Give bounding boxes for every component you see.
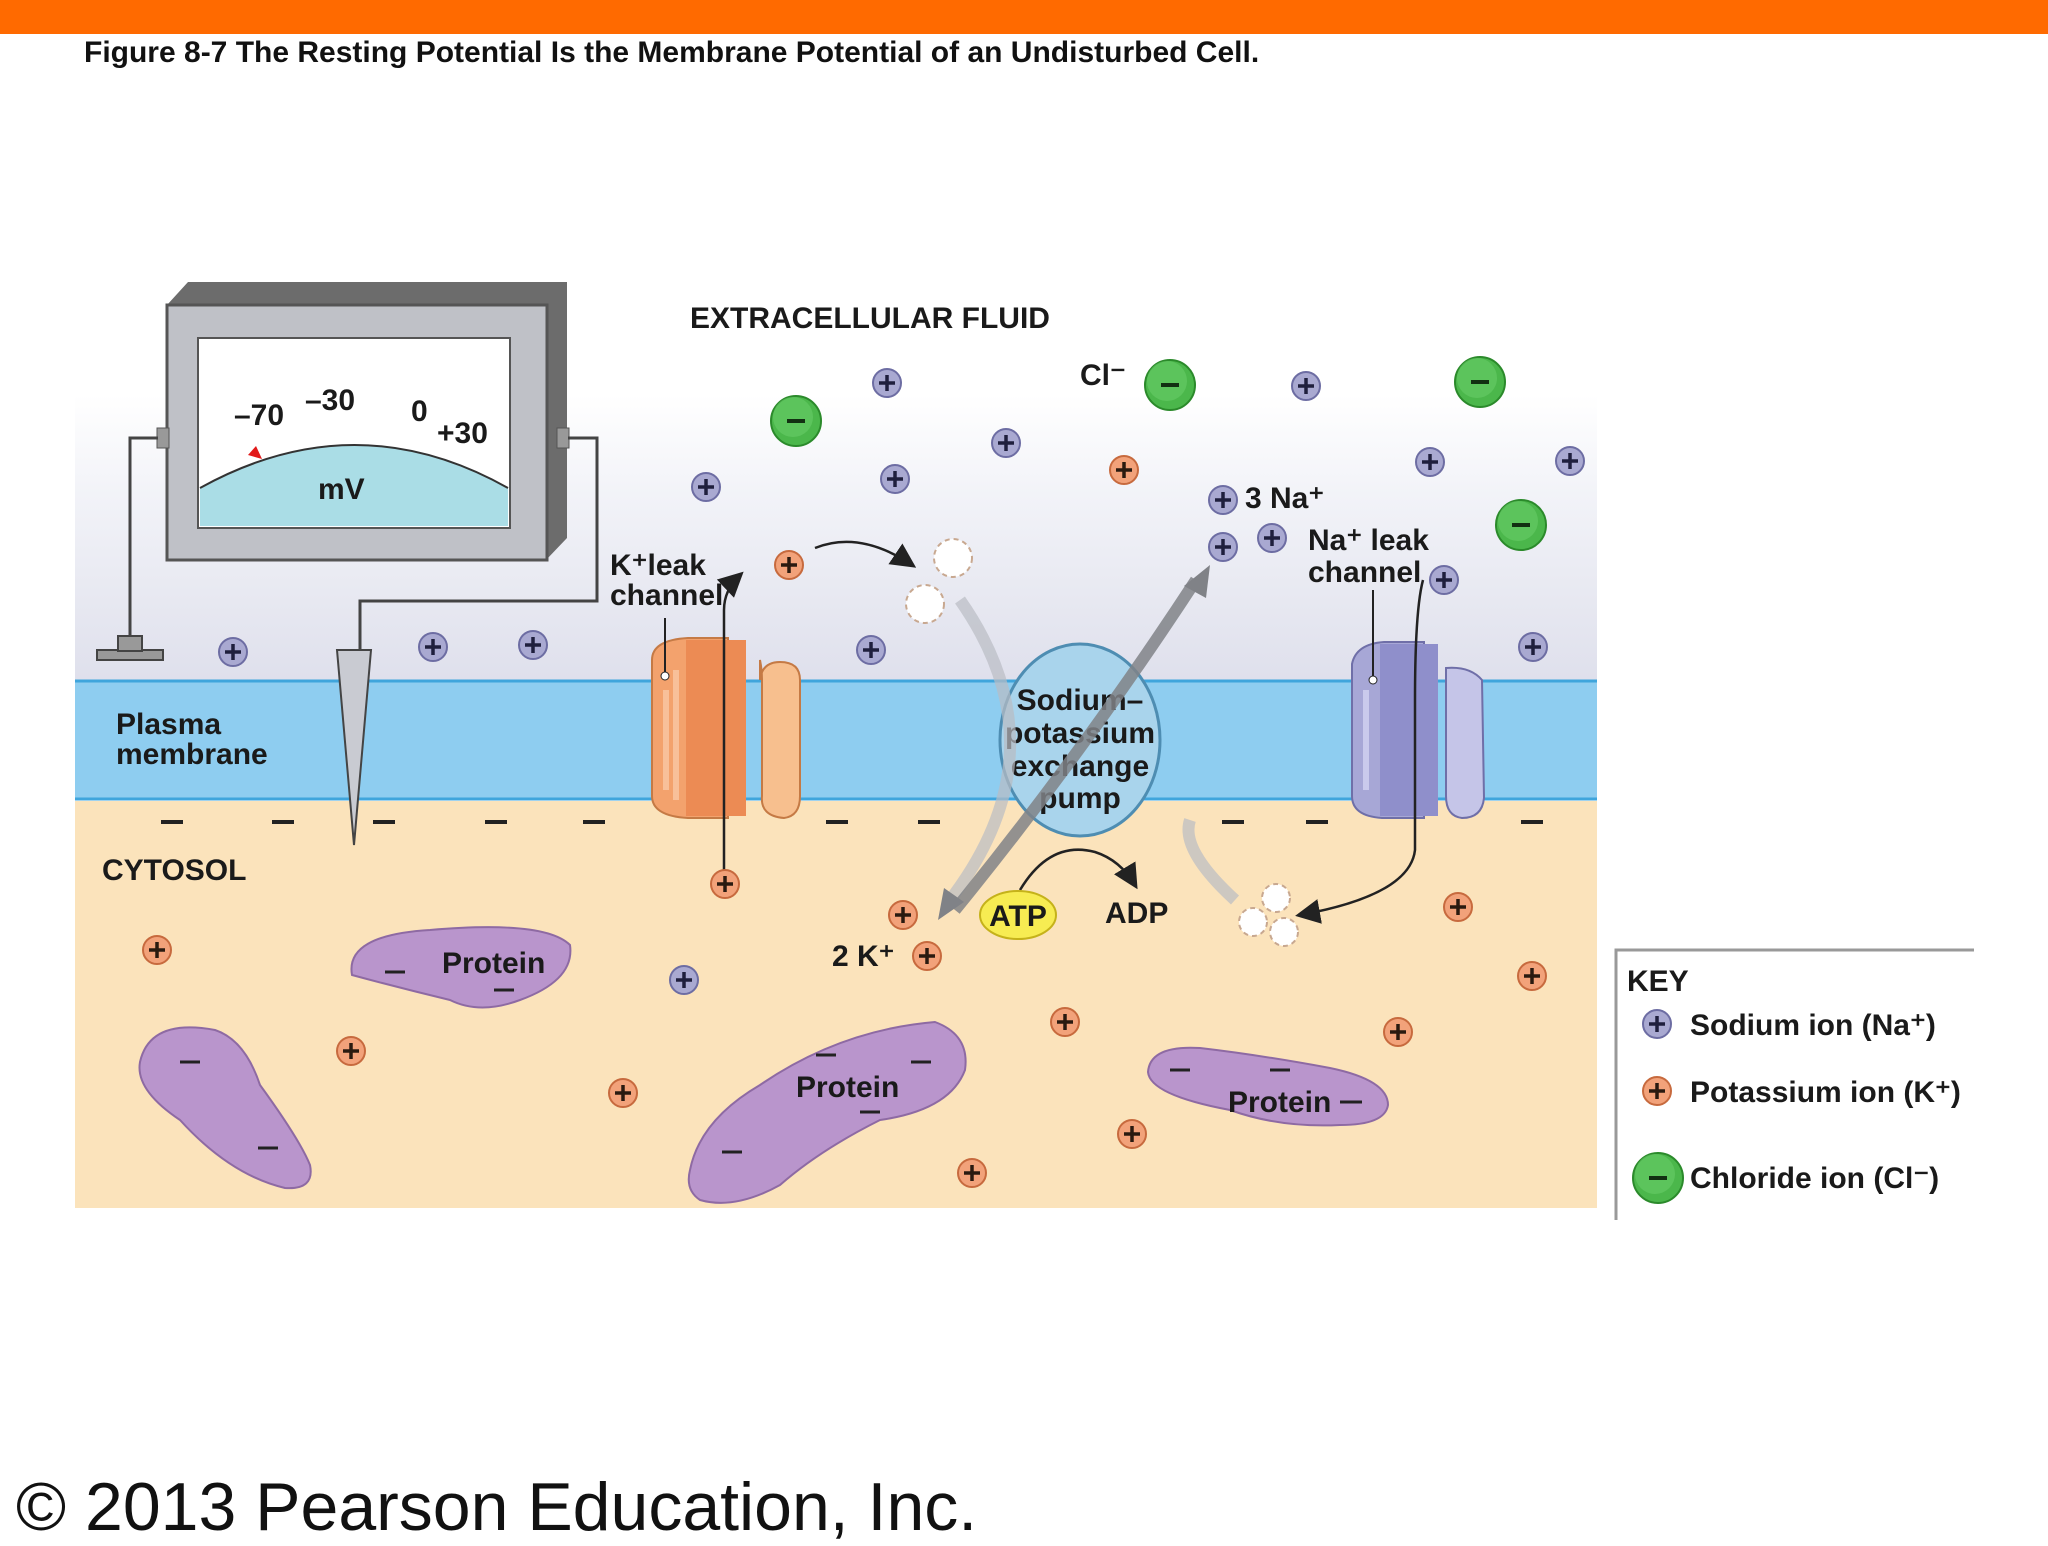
top-banner <box>0 0 2048 34</box>
key-potassium-label: Potassium ion (K⁺) <box>1690 1076 1961 1109</box>
k-leak-channel <box>651 637 801 820</box>
meter-tick-70: –70 <box>234 399 284 432</box>
meter-unit: mV <box>318 473 365 506</box>
key-chloride-label: Chloride ion (Cl⁻) <box>1690 1162 1939 1195</box>
protein-1: Protein <box>350 926 572 1009</box>
protein-2 <box>138 1026 312 1190</box>
label-cl: Cl⁻ <box>1080 359 1126 392</box>
label-membrane: membrane <box>116 738 268 771</box>
label-k-leak-line2: channel <box>610 579 723 612</box>
key-panel: KEY Sodium ion (Na⁺) Potassium ion (K⁺) … <box>1614 948 1974 1220</box>
label-na-leak-line2: channel <box>1308 556 1421 589</box>
plasma-membrane <box>75 680 1597 800</box>
label-na-leak-line1: Na⁺ leak <box>1308 524 1429 557</box>
label-cytosol: CYTOSOL <box>102 854 246 887</box>
label-2-k: 2 K⁺ <box>832 940 895 973</box>
protein-3: Protein <box>687 1020 967 1204</box>
label-adp: ADP <box>1105 897 1168 930</box>
meter-dial <box>200 445 508 526</box>
protein-label: Protein <box>1228 1086 1331 1119</box>
voltmeter: –70 –30 0 +30 mV <box>96 282 599 846</box>
label-atp: ATP <box>989 900 1047 933</box>
label-plasma: Plasma <box>116 708 221 741</box>
meter-tick-0: 0 <box>411 395 428 428</box>
figure-title: Figure 8-7 The Resting Potential Is the … <box>84 36 1260 69</box>
protein-4: Protein <box>1146 1046 1390 1127</box>
protein-label: Protein <box>442 947 545 980</box>
label-extracellular-fluid: EXTRACELLULAR FLUID <box>690 302 1050 335</box>
key-sodium-label: Sodium ion (Na⁺) <box>1690 1009 1936 1042</box>
flow-arrows <box>716 540 1425 924</box>
na-pump-arrow <box>950 576 1202 914</box>
atp-badge <box>979 890 1057 940</box>
pump-binding-sites <box>905 538 1299 947</box>
label-k-leak-line1: K⁺leak <box>610 549 706 582</box>
meter-tick-30: –30 <box>305 384 355 417</box>
protein-label: Protein <box>796 1071 899 1104</box>
label-3-na: 3 Na⁺ <box>1245 482 1324 515</box>
k-pump-path <box>945 596 1017 904</box>
copyright-notice: © 2013 Pearson Education, Inc. <box>16 1469 978 1545</box>
meter-needle <box>248 446 262 459</box>
key-title: KEY <box>1627 965 1689 998</box>
cytosol-region <box>75 801 1597 1208</box>
microelectrode <box>335 649 373 846</box>
key-potassium-icon <box>1641 1075 1673 1107</box>
na-leak-channel <box>1351 641 1486 820</box>
key-chloride-icon <box>1631 1151 1685 1205</box>
key-sodium-icon <box>1641 1008 1673 1040</box>
meter-tick-plus30: +30 <box>437 417 488 450</box>
